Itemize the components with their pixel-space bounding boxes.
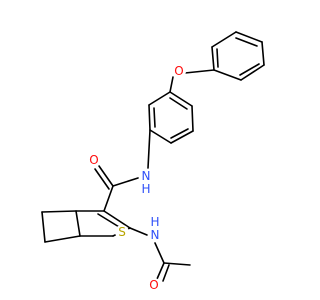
atom-amide-hydrogen: H <box>141 182 151 196</box>
bond-acetyl-double <box>162 264 170 282</box>
bond-carbonyl <box>98 165 114 187</box>
bond-phenyl-inner <box>216 48 219 68</box>
bond-phenyl <box>240 64 265 81</box>
svg-text:H: H <box>141 182 150 196</box>
svg-text:N: N <box>151 228 160 242</box>
bond-cyclopentane <box>44 235 81 243</box>
bond-acetyl-methyl <box>163 262 191 266</box>
bond-phenylene <box>148 104 151 131</box>
bond-phenyl-inner <box>235 37 258 47</box>
bond-phenylene-inner <box>170 128 189 139</box>
atom-acetyl-oxygen: O <box>147 278 161 292</box>
bond-ring <box>103 210 131 229</box>
bond-phenylene-inner <box>169 97 188 110</box>
svg-text:O: O <box>149 278 158 292</box>
bond-phenylene <box>191 105 194 132</box>
bond-acetamide <box>129 227 148 236</box>
bond-phenyl <box>235 31 263 43</box>
bond-amide-cn <box>112 177 139 187</box>
svg-text:S: S <box>118 225 126 239</box>
atom-amide-nitrogen: N <box>139 169 153 183</box>
bond-cyclopentane <box>41 211 46 243</box>
bond-phenyl <box>211 31 237 48</box>
bond-acetamide <box>154 242 165 264</box>
bond-phenylene <box>169 91 193 107</box>
atom-label-layer: O O N H S N H O <box>87 64 186 292</box>
bond-acetyl-carbonyl <box>156 262 165 280</box>
svg-text:H: H <box>150 215 159 229</box>
svg-text:O: O <box>174 64 183 78</box>
atom-amide-oxygen: O <box>87 153 101 167</box>
bond-layer <box>41 31 265 282</box>
bond-cyclopentane <box>41 210 77 213</box>
bond-phenylene-inner <box>153 107 156 128</box>
bond-amide-ring <box>103 185 114 212</box>
bond-phenyl <box>261 41 265 66</box>
bond-aryl-nitrogen <box>147 129 151 169</box>
bond-phenyl <box>211 46 215 71</box>
atom-acetamide-nitrogen: N <box>148 228 162 242</box>
bond-ether <box>169 76 174 93</box>
bond-phenylene <box>149 129 172 144</box>
chemical-structure-diagram: O O N H S N H O <box>41 31 265 292</box>
bond-phenyl <box>213 69 242 81</box>
bond-phenylene <box>170 130 194 144</box>
atom-acetamide-hydrogen: H <box>150 215 160 229</box>
bond-carbonyl-double <box>94 168 110 190</box>
atom-ether-oxygen: O <box>172 64 186 78</box>
bond-phenylene <box>148 91 171 106</box>
bond-phenyl-inner <box>239 63 260 76</box>
bond-ring <box>75 210 81 237</box>
svg-text:N: N <box>142 169 151 183</box>
atom-thiophene-sulfur: S <box>115 225 129 239</box>
svg-text:O: O <box>89 153 98 167</box>
bond-ether <box>184 69 215 74</box>
